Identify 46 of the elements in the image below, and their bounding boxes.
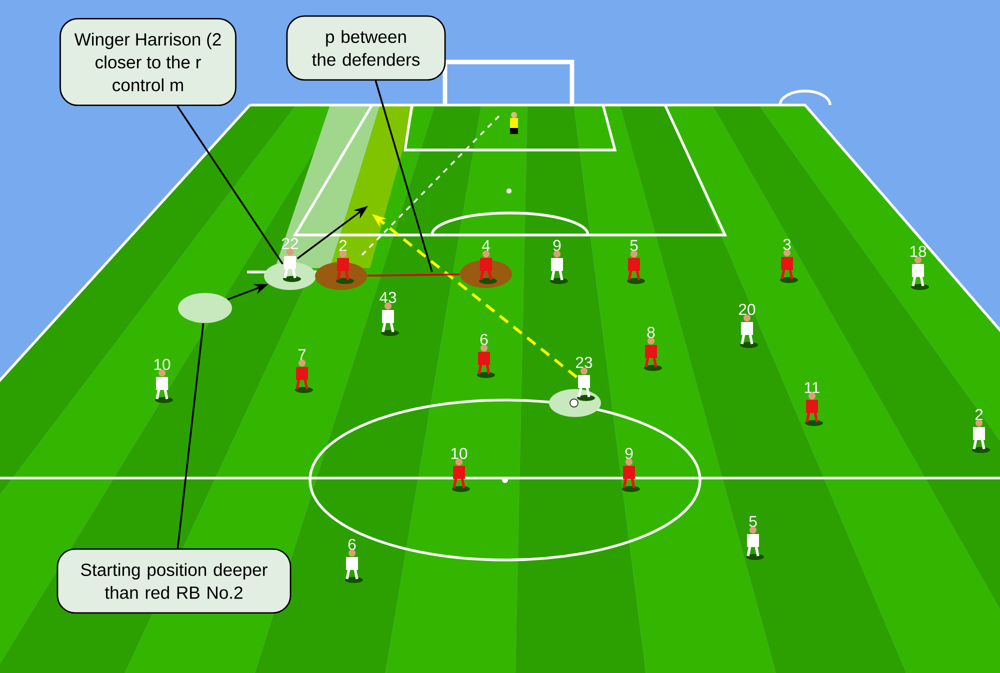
player-figure: 43	[380, 292, 399, 336]
node-label: 43	[380, 292, 396, 304]
position-circle	[178, 293, 232, 323]
node-label: 4	[482, 240, 490, 252]
callout-box: p between the defenders	[286, 15, 446, 81]
node-label: 2	[339, 240, 347, 252]
player-figure: 9	[622, 448, 640, 492]
marking-line	[367, 273, 460, 277]
player-figure: 6	[345, 538, 363, 583]
node-label: 6	[480, 334, 488, 346]
player-figure: 23	[576, 356, 595, 401]
player-figure: 11	[805, 382, 823, 426]
node-label: 10	[154, 358, 170, 370]
player-figure: 6	[477, 334, 495, 378]
player-figure: 9	[550, 240, 568, 284]
node-label: 8	[647, 326, 655, 338]
node-label: 7	[298, 349, 306, 360]
node-label: 5	[630, 240, 638, 252]
player-figure: 8	[644, 326, 662, 371]
player-figure: 18	[910, 246, 930, 290]
player-figure: 2	[972, 409, 990, 453]
player-figure: 3	[780, 238, 798, 283]
node-label: 5	[749, 516, 757, 528]
player-figure: 10	[154, 358, 173, 403]
player-figure: 2	[336, 240, 354, 284]
player-figure: 4	[479, 240, 497, 284]
player-figure: 5	[746, 516, 764, 560]
player-figure: 5	[627, 240, 645, 284]
leader-line	[176, 323, 204, 548]
callout-box: Winger Harrison (2 closer to the r control m	[60, 18, 236, 106]
node-label: 9	[553, 240, 561, 252]
node-label: 3	[783, 238, 791, 250]
player-figure: 20	[739, 304, 758, 348]
node-label: 2	[975, 409, 983, 420]
node-label: 23	[576, 356, 592, 368]
node-label: 11	[805, 382, 820, 394]
leader-line	[374, 80, 433, 272]
player-figure: 7	[295, 349, 313, 393]
node-label: 18	[910, 246, 926, 258]
callout-box: Starting position deeper than red RB No.2	[56, 548, 292, 614]
player-figure: 10	[451, 448, 470, 492]
node-label: 20	[739, 304, 756, 316]
leader-line	[176, 106, 284, 264]
node-label: 6	[348, 538, 356, 550]
node-label: 9	[625, 448, 633, 460]
node-label: 10	[451, 448, 468, 460]
